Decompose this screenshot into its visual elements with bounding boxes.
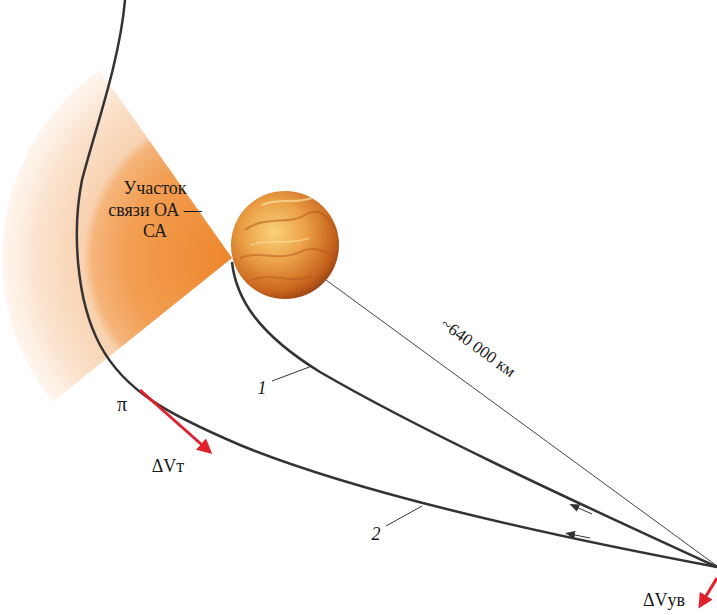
venus-planet: [231, 191, 339, 299]
direction-arrow: [570, 534, 590, 538]
distance-line: [285, 250, 717, 566]
impulse-label: ΔVув: [643, 590, 685, 611]
leader-line: [386, 506, 422, 526]
leader-line: [272, 366, 312, 381]
distance-label: ~640 000 км: [437, 314, 520, 382]
sector-label: Участок связи ОА — СА: [103, 178, 207, 243]
braking-impulse-arrow: [140, 390, 210, 452]
periapsis-label: π: [117, 393, 127, 416]
callout-number: 2: [372, 524, 381, 545]
sector-fill: [2, 70, 232, 402]
descent-trajectory: [232, 262, 717, 567]
communication-sector: Участок связи ОА — СА: [0, 20, 240, 440]
sector-shape: [0, 20, 240, 440]
deflection-impulse-arrow: [700, 578, 717, 606]
direction-arrow: [574, 506, 592, 514]
impulse-label: ΔVт: [152, 456, 184, 477]
callout-number: 1: [258, 378, 267, 399]
